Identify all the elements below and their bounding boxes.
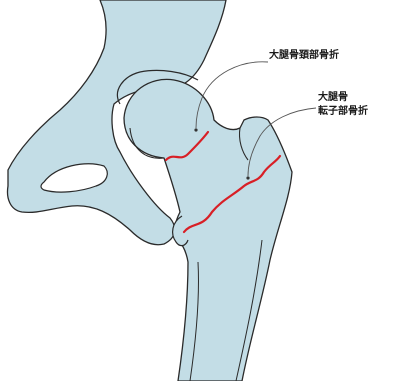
trochanteric-fracture-label-line2: 転子部骨折 [318,104,368,117]
trochanteric-fracture-label-line1: 大腿骨 [318,90,348,103]
neck-fracture-leader-dot [194,128,197,131]
trochanteric-fracture-leader-dot [246,176,249,179]
femoral-neck-fracture-label: 大腿骨頚部骨折 [269,48,339,61]
